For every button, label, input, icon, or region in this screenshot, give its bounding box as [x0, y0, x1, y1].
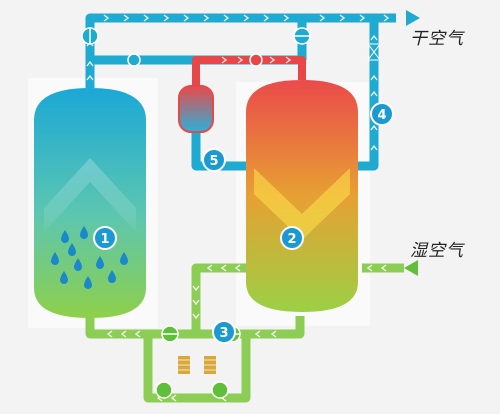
badge-2: 2: [280, 226, 304, 250]
bypass-valve-icon: [367, 43, 381, 61]
exhaust-valve-left: [155, 381, 173, 399]
check-valve-blue: [127, 53, 141, 67]
dry-air-label: 干空气: [410, 29, 464, 49]
check-valve-red: [249, 53, 263, 67]
wet-flow-chevrons: [106, 264, 387, 402]
right-regeneration-tower: [246, 80, 358, 312]
dry-outlet-pipe: [85, 13, 396, 88]
badge-4-label: 4: [377, 108, 386, 123]
heater-vessel: [178, 85, 214, 133]
regeneration-piping: [192, 56, 306, 86]
water-droplets: [51, 226, 128, 289]
hot-pipe: [192, 56, 306, 86]
dry-air-arrow-icon: [406, 10, 420, 26]
dry-flow-chevrons: [86, 14, 390, 151]
wet-inlet-pipe-inner: [191, 263, 246, 334]
left-adsorption-tower: [34, 88, 146, 318]
wet-air-arrow-icon: [404, 260, 418, 276]
wet-air-label: 湿空气: [410, 241, 464, 261]
badge-5-label: 5: [209, 154, 218, 169]
blue-pipe-5: [191, 130, 246, 171]
badge-2-label: 2: [287, 232, 296, 247]
valve-loop-pipe: [143, 334, 251, 403]
badge-3: 3: [212, 320, 236, 344]
badge-5: 5: [202, 148, 226, 172]
exhaust-valve-right: [211, 381, 229, 399]
badge-1: 1: [93, 226, 117, 250]
hot-flow-chevrons: [221, 56, 292, 64]
badge-1-label: 1: [100, 232, 109, 247]
badge-3-label: 3: [219, 326, 228, 341]
badge-4: 4: [370, 102, 394, 126]
